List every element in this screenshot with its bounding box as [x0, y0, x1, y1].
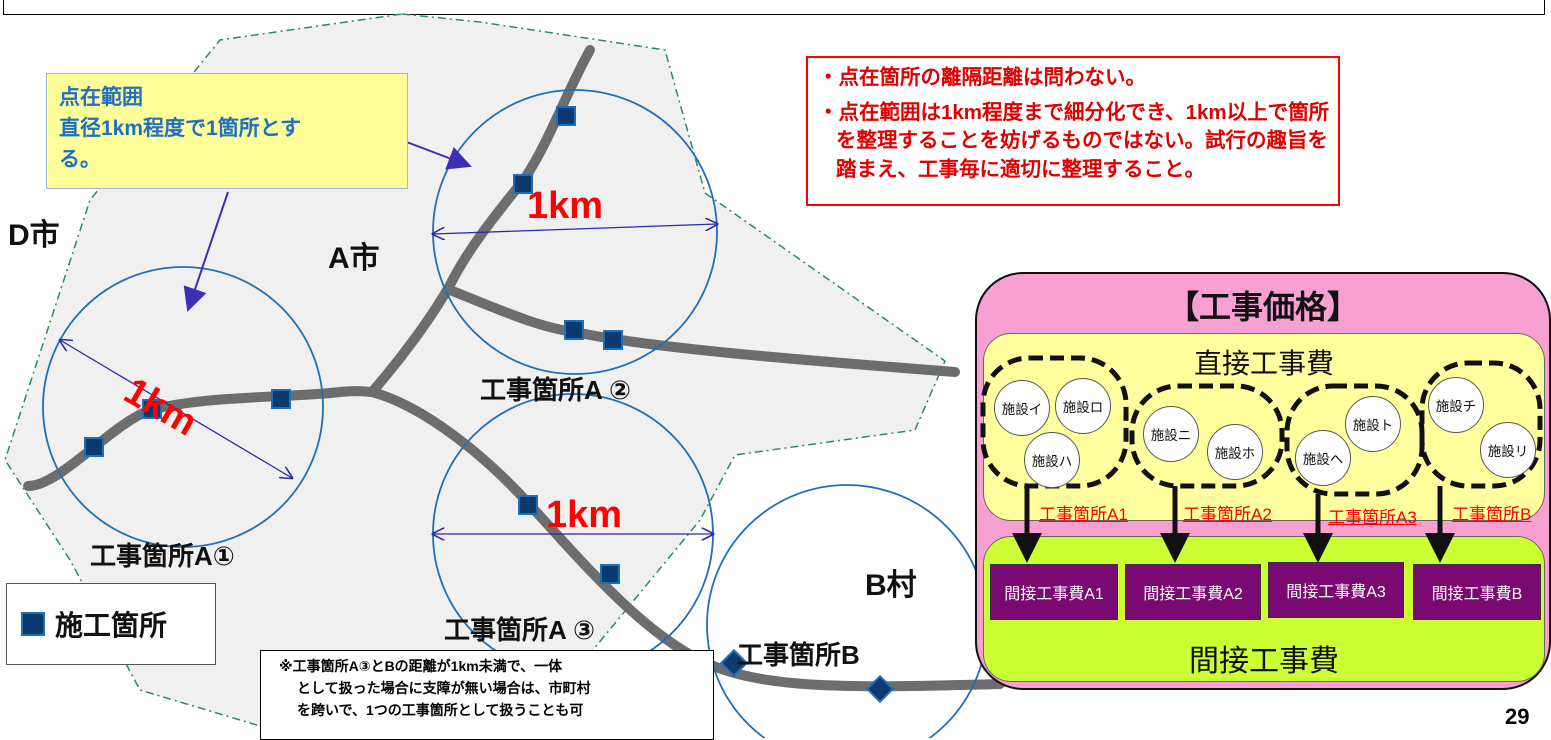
facility-ni: 施設ニ: [1143, 406, 1199, 462]
price-site-a1: 工事箇所A1: [1039, 505, 1128, 524]
work-marker: [142, 399, 162, 419]
site-a2-label: 工事箇所A ②: [480, 375, 632, 405]
group-a2: [1129, 383, 1285, 489]
work-marker: [518, 495, 538, 515]
range-callout: 点在範囲 直径1km程度で1箇所とす る。: [46, 73, 408, 189]
callout-pointers: [183, 137, 472, 312]
work-marker: [513, 174, 533, 194]
callout-line-1: 点在範囲: [59, 86, 143, 109]
price-site-a3: 工事箇所A3: [1328, 508, 1417, 527]
facility-ho: 施設ホ: [1207, 424, 1263, 480]
road-south: [367, 387, 1005, 692]
facility-ri: 施設リ: [1480, 422, 1536, 478]
diameter-a1: [60, 340, 292, 478]
a-city-label: A市: [328, 242, 380, 275]
footnote-line-3: を跨いで、1つの工事箇所として扱うことも可: [297, 702, 584, 718]
footnote-line-1: ※工事箇所A③とBの距離が1km未満で、一体: [279, 658, 563, 674]
site-b-label: 工事箇所B: [737, 640, 860, 670]
note-item-2: ・点在範囲は1km程度まで細分化でき、1km以上で箇所を整理することを妨げるもの…: [818, 100, 1330, 181]
work-marker-icon: [21, 612, 45, 636]
d-city-label: D市: [8, 219, 60, 252]
b-village-label: B村: [865, 569, 917, 602]
legend-box: 施工箇所: [6, 583, 216, 665]
work-marker: [600, 564, 620, 584]
cost-arrows: [1012, 486, 1455, 563]
group-a3: [1284, 383, 1425, 497]
pointer-a1: [183, 191, 229, 312]
diameter-lines: [60, 224, 717, 534]
callout-line-2: 直径1km程度で1箇所とす: [59, 117, 302, 140]
facility-he: 施設ヘ: [1295, 430, 1351, 486]
site-a3-label: 工事箇所A ③: [444, 615, 596, 645]
indirect-cost-a3: 間接工事費A3: [1268, 562, 1404, 618]
pointer-a2: [395, 137, 472, 170]
work-markers: [84, 106, 895, 704]
work-marker: [271, 389, 291, 409]
legend-label: 施工箇所: [55, 610, 168, 641]
work-marker: [719, 648, 749, 678]
group-b: [1419, 360, 1543, 489]
note-item-1: ・点在箇所の離隔距離は問わない。: [818, 66, 1146, 89]
indirect-cost-title: 間接工事費: [1189, 645, 1339, 678]
facility-chi: 施設チ: [1428, 377, 1484, 433]
indirect-cost-a2: 間接工事費A2: [1125, 564, 1261, 620]
price-title: 【工事価格】: [1166, 289, 1359, 325]
work-marker: [556, 106, 576, 126]
km-label-a2: 1km: [527, 185, 604, 227]
facility-to: 施設ト: [1345, 396, 1401, 452]
km-label-a3: 1km: [546, 494, 623, 536]
callout-line-3: る。: [59, 148, 101, 171]
work-marker: [84, 437, 104, 457]
facility-ro: 施設ロ: [1055, 378, 1111, 434]
diameter-a2: [433, 224, 717, 234]
indirect-cost-a1: 間接工事費A1: [990, 564, 1118, 620]
price-site-a2: 工事箇所A2: [1183, 505, 1272, 524]
work-marker: [564, 320, 584, 340]
indirect-cost-b: 間接工事費B: [1413, 564, 1541, 620]
work-marker: [603, 330, 623, 350]
footnote-box: ※工事箇所A③とBの距離が1km未満で、一体 として扱った場合に支障が無い場合は…: [260, 650, 714, 740]
page-number: 29: [1505, 704, 1530, 729]
price-site-b: 工事箇所B: [1452, 505, 1532, 524]
circle-a1: [42, 266, 324, 548]
site-a1-label: 工事箇所A①: [90, 541, 235, 571]
direct-cost-title: 直接工事費: [1193, 348, 1334, 379]
facility-ha: 施設ハ: [1024, 432, 1080, 488]
work-marker: [865, 674, 895, 704]
top-frame: [3, 0, 1545, 15]
notes-box: ・点在箇所の離隔距離は問わない。 ・点在範囲は1km程度まで細分化でき、1km以…: [806, 56, 1340, 206]
facility-i: 施設イ: [994, 380, 1050, 436]
footnote-line-2: として扱った場合に支障が無い場合は、市町村: [297, 680, 591, 696]
